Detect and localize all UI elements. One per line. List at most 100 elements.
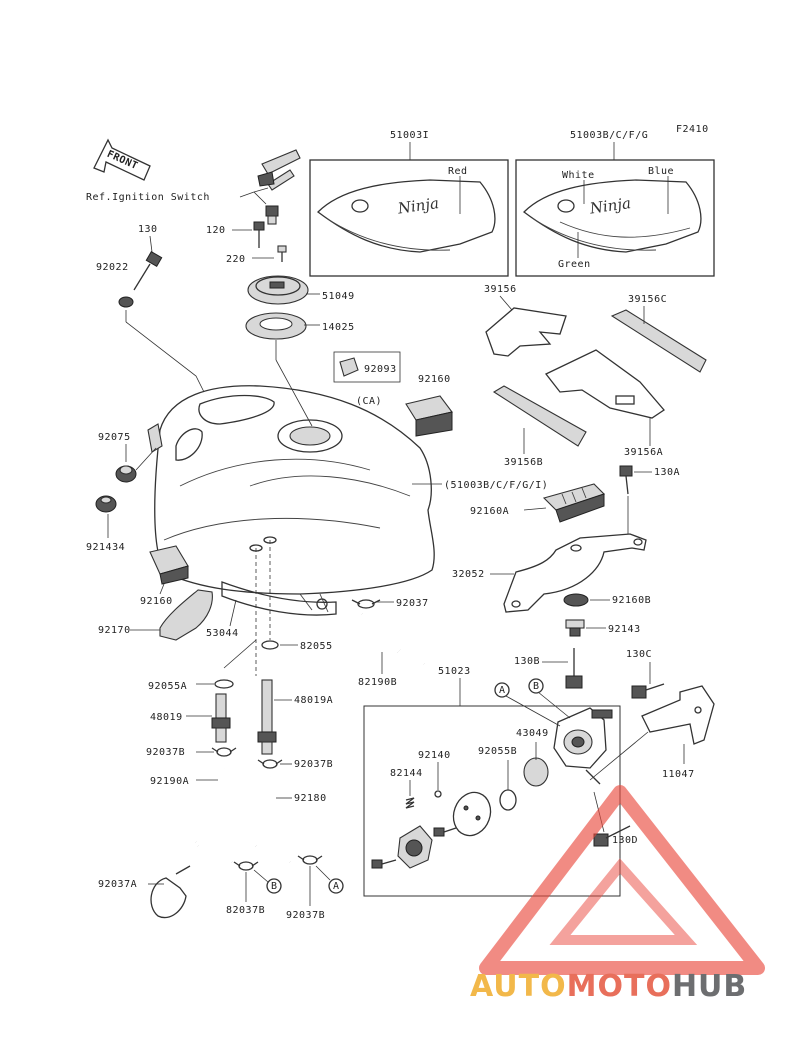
label-39156a: 39156A <box>624 447 663 458</box>
label-92170: 92170 <box>98 625 131 636</box>
screw-120 <box>265 205 279 225</box>
label-82055: 82055 <box>300 641 333 652</box>
callout-a-lower: A <box>333 881 340 892</box>
label-92037: 92037 <box>396 598 429 609</box>
label-92180: 92180 <box>294 793 327 804</box>
label-130c: 130C <box>626 649 652 660</box>
bolt-130c <box>631 683 665 699</box>
decal-color-green: Green <box>558 259 591 270</box>
label-39156c: 39156C <box>628 294 667 305</box>
box-92093 <box>333 351 401 383</box>
watermark-text: AUTOMOTOHUB <box>470 969 747 1004</box>
hose-82190b <box>360 612 426 667</box>
label-48019a: 48019A <box>294 695 333 706</box>
damper-92160b <box>563 593 589 607</box>
clamp-92037b-left <box>211 747 237 757</box>
watermark-hub: HUB <box>672 969 747 1004</box>
clamp-92037 <box>351 599 381 609</box>
label-92055b: 92055B <box>478 746 517 757</box>
ball-92140 <box>434 790 442 798</box>
label-92160-top: 92160 <box>418 374 451 385</box>
hose-92180 <box>215 775 292 867</box>
label-220: 220 <box>226 254 246 265</box>
oring-92055a <box>214 679 234 689</box>
label-51023: 51023 <box>438 666 471 677</box>
label-92037b-right: 92037B <box>286 910 325 921</box>
cover-92170 <box>159 589 213 641</box>
bolt-130a <box>619 465 633 495</box>
fitting-48019 <box>211 693 231 743</box>
bracket-32052 <box>503 533 647 613</box>
watermark-logo-icon <box>479 785 765 975</box>
gasket-43049 <box>523 757 549 787</box>
decal-color-red: Red <box>448 166 468 177</box>
front-arrow: FRONT <box>93 138 151 181</box>
grommet-92075 <box>115 423 163 483</box>
decal-logo-right: Ninja <box>588 194 632 218</box>
callout-b-lower: B <box>271 881 278 892</box>
label-120: 120 <box>206 225 226 236</box>
label-130b: 130B <box>514 656 540 667</box>
label-39156b: 39156B <box>504 457 543 468</box>
bolt-130d <box>593 825 631 847</box>
pad-39156a <box>544 349 665 419</box>
hose-92190a <box>159 767 234 867</box>
label-92143: 92143 <box>608 624 641 635</box>
callout-b: B <box>533 681 540 692</box>
damper-92160-top <box>405 395 453 437</box>
label-ca: (CA) <box>356 396 382 407</box>
label-92037b-mid: 92037B <box>294 759 333 770</box>
label-39156: 39156 <box>484 284 517 295</box>
watermark-moto: MOTO <box>567 969 672 1004</box>
lever-knob <box>397 825 433 869</box>
label-92160-left: 92160 <box>140 596 173 607</box>
label-92160a: 92160A <box>470 506 509 517</box>
clamp-92037a <box>150 865 191 919</box>
oring-92055b <box>499 789 517 811</box>
ignition-key-icon <box>239 149 301 205</box>
watermark-auto: AUTO <box>470 969 567 1004</box>
label-32052: 32052 <box>452 569 485 580</box>
label-92093: 92093 <box>364 364 397 375</box>
collar-92143 <box>565 619 585 637</box>
clamp-82037b <box>233 861 259 871</box>
spring-82144 <box>405 797 415 809</box>
label-92037a: 92037A <box>98 879 137 890</box>
bolt-130 <box>133 250 163 291</box>
pad-39156 <box>485 307 567 357</box>
bolt-130b <box>565 648 583 689</box>
label-51003i: 51003I <box>390 130 429 141</box>
label-48019: 48019 <box>150 712 183 723</box>
decal-logo-left: Ninja <box>396 194 440 218</box>
label-tank-ref: (51003B/C/F/G/I) <box>444 480 548 491</box>
label-921434: 921434 <box>86 542 125 553</box>
fuel-tank <box>154 385 435 613</box>
fitting-48019a <box>257 679 277 755</box>
washer-92022 <box>118 296 134 308</box>
decal-color-white: White <box>562 170 595 181</box>
label-92160b: 92160B <box>612 595 651 606</box>
label-92055a: 92055A <box>148 681 187 692</box>
label-130a: 130A <box>654 467 680 478</box>
label-51049: 51049 <box>322 291 355 302</box>
label-92022: 92022 <box>96 262 129 273</box>
label-92075: 92075 <box>98 432 131 443</box>
diagram-code: F2410 <box>676 124 709 135</box>
label-130d: 130D <box>612 835 638 846</box>
label-11047: 11047 <box>662 769 695 780</box>
oring-82055 <box>261 640 279 650</box>
damper-92160-left <box>149 545 189 585</box>
decal-box-red: Ninja Red <box>309 159 509 277</box>
fuel-cap-51049 <box>247 275 309 305</box>
callout-a: A <box>499 685 506 696</box>
label-92037b-left: 92037B <box>146 747 185 758</box>
label-53044: 53044 <box>206 628 239 639</box>
ref-ignition-label: Ref.Ignition Switch <box>86 192 210 203</box>
label-82144: 82144 <box>390 768 423 779</box>
clamp-92037b-right <box>297 855 323 865</box>
label-14025: 14025 <box>322 322 355 333</box>
screw-220 <box>253 221 287 262</box>
label-82037b: 82037B <box>226 905 265 916</box>
screw-small <box>371 827 457 869</box>
label-130: 130 <box>138 224 158 235</box>
